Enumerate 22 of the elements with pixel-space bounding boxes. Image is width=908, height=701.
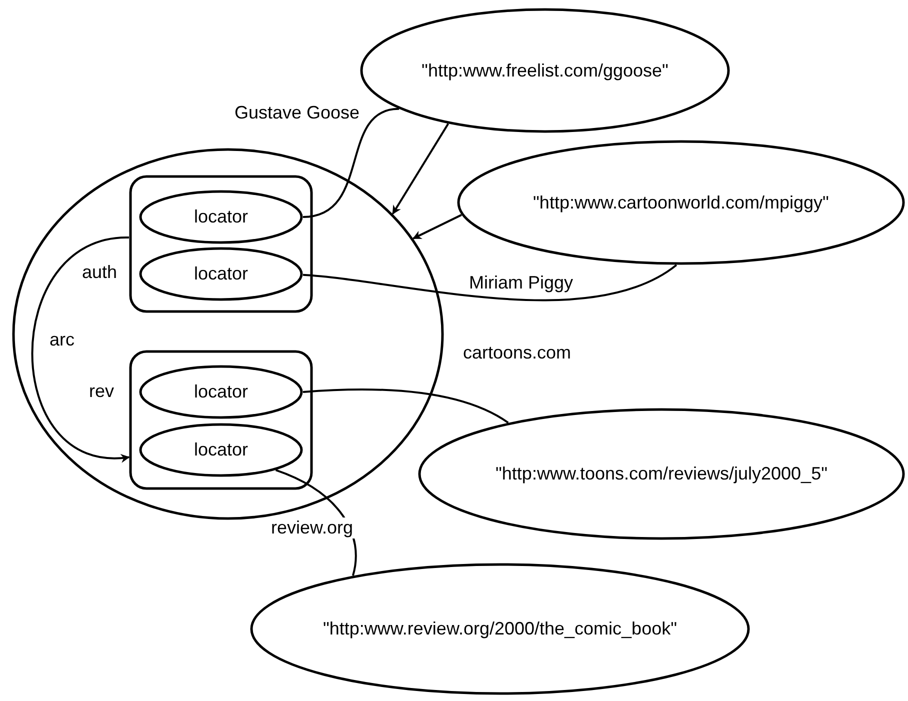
node-label: "http:www.cartoonworld.com/mpiggy" (533, 192, 829, 213)
locator-ellipse (139, 190, 303, 244)
resource-ellipse (457, 140, 905, 265)
node-label: "http:www.freelist.com/ggoose" (422, 60, 668, 81)
locator-ellipse (139, 423, 303, 477)
resource-ellipse (360, 8, 730, 133)
node-label: locator (194, 382, 248, 402)
node-label: locator (194, 264, 248, 284)
node-label: "http:www.review.org/2000/the_comic_book" (323, 618, 677, 640)
arrow (392, 123, 450, 215)
connector (302, 388, 509, 424)
node-label: locator (194, 440, 248, 460)
resource-ellipse (250, 563, 750, 695)
node-label: locator (194, 206, 248, 228)
arrow (31, 236, 130, 462)
outer-ellipse (12, 148, 444, 520)
node-label: "http:www.toons.com/reviews/july2000_5" (496, 464, 828, 484)
locator-ellipse (139, 365, 303, 419)
connector (302, 108, 400, 218)
locator-ellipse (139, 247, 303, 301)
resource-ellipse (418, 408, 905, 540)
arrow (412, 214, 462, 240)
